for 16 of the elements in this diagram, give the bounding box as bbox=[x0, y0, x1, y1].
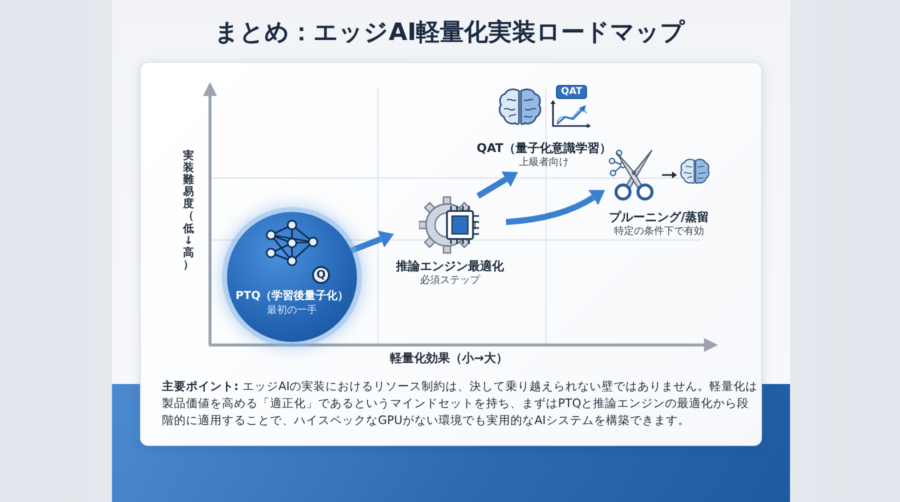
node-subtitle: 最初の一手 bbox=[267, 304, 317, 318]
page-title: まとめ：エッジAI軽量化実装ロードマップ bbox=[214, 17, 686, 48]
summary-text: 主要ポイント: エッジAIの実装におけるリソース制約は、決して乗り越えられない壁ではありません。軽量化は製品価値を高める「適正化」であるというマインドセットを持ち、まずはPTQと推論エンジンの最適化から段階的に適用することで、ハイスペックなGPUがない環境でも実用的なAIシステムを構築できます。 bbox=[162, 378, 759, 429]
chart-tag: QAT bbox=[556, 85, 588, 99]
axis-title: 実装難易度（低↓高） bbox=[183, 150, 194, 271]
node-title: QAT（量子化意識学習） bbox=[476, 140, 612, 156]
node-title: 推論エンジン最適化 bbox=[396, 258, 504, 274]
arrow bbox=[506, 190, 606, 225]
node-title: プルーニング/蒸留 bbox=[608, 209, 710, 225]
axis-title: 軽量化効果（小→大） bbox=[390, 350, 508, 366]
arrow bbox=[350, 230, 394, 254]
arrow bbox=[476, 171, 518, 199]
node-subtitle: 特定の条件下で有効 bbox=[614, 225, 704, 239]
node-title: PTQ（学習後量子化） bbox=[236, 288, 348, 304]
node-subtitle: 必須ステップ bbox=[420, 274, 480, 288]
node-subtitle: 上級者向け bbox=[519, 156, 569, 170]
